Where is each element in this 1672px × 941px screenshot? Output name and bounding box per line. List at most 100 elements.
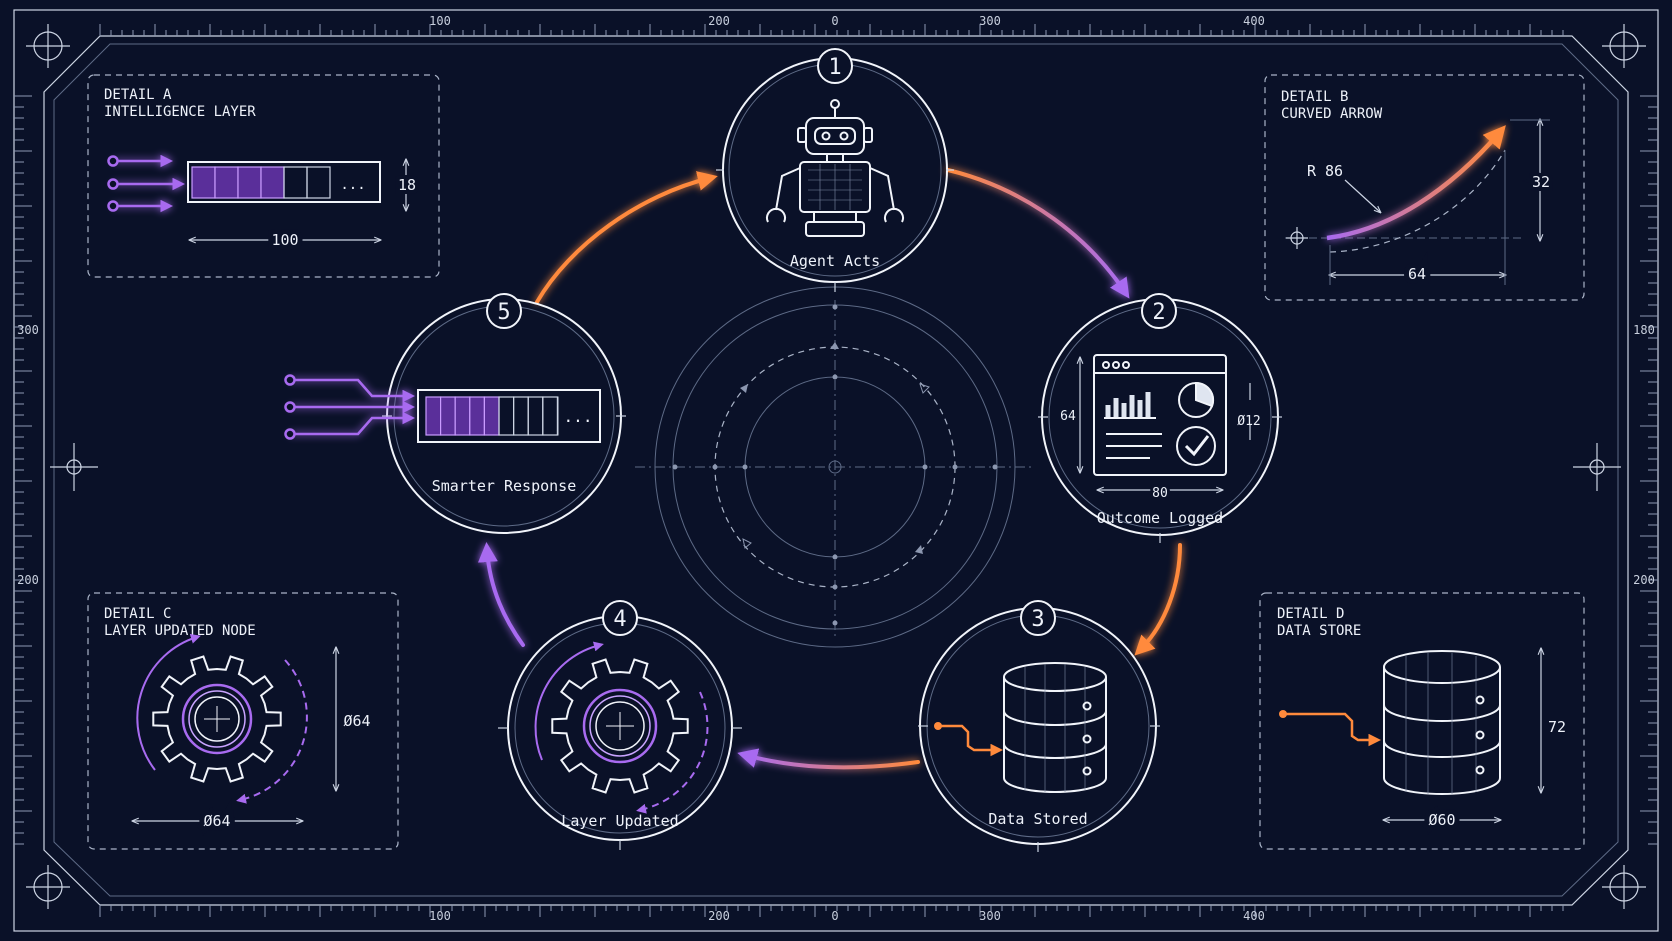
step-number: 4: [613, 607, 626, 632]
arrow-5-to-1: [535, 171, 718, 304]
dashboard-icon: [1093, 354, 1227, 476]
layer-cell: [214, 166, 239, 199]
ruler-top-label: 300: [979, 14, 1001, 28]
step-number: 1: [828, 55, 841, 80]
step-badge: [1020, 600, 1056, 636]
dimension-height: 72: [1548, 718, 1566, 736]
node-outcome-logged[interactable]: 64 80 Ø12 Outcome Logged 2: [1038, 293, 1282, 543]
ruler-right-label: 200: [1633, 573, 1655, 587]
corner-crosshair-icon: [26, 24, 1646, 909]
layer-cell: [260, 166, 285, 199]
radius-label: R 86: [1307, 162, 1343, 180]
rotation-arrow: [534, 641, 604, 761]
node-label: Smarter Response: [432, 477, 577, 495]
layer-cell: [498, 396, 515, 436]
ruler-top-label: 100: [429, 14, 451, 28]
step-badge: [1141, 293, 1177, 329]
database-icon: [1003, 662, 1107, 793]
ruler-right-label: 180: [1633, 323, 1655, 337]
detail-b-panel: DETAIL B CURVED ARROW R 86 32 64: [1264, 74, 1585, 301]
rotation-arrow: [636, 691, 709, 814]
layer-bar-icon: [417, 389, 601, 443]
ruler-left-label: 300: [17, 323, 39, 337]
dimension-height: 18: [398, 176, 416, 194]
arrow-4-to-5: [477, 542, 525, 647]
node-agent-acts[interactable]: Agent Acts 1: [716, 48, 954, 292]
ruler-bottom-label: 0: [831, 909, 838, 923]
dimension-diameter: Ø12: [1237, 414, 1260, 429]
dimension-height: 64: [1060, 409, 1076, 424]
ruler-bottom-label: 400: [1243, 909, 1265, 923]
cycle-arrows: [477, 168, 1182, 770]
dimension-diameter: Ø64: [203, 812, 230, 830]
step-number: 5: [497, 300, 510, 325]
ellipsis-text: ...: [564, 407, 593, 426]
step-number: 3: [1031, 607, 1044, 632]
arrow-3-to-4: [737, 748, 920, 770]
step-badge: [817, 48, 853, 84]
ruler-bottom-label: 100: [429, 909, 451, 923]
detail-title: DETAIL A: [104, 87, 172, 103]
dimension-width: 100: [271, 231, 298, 249]
ellipsis-text: ...: [340, 177, 365, 193]
layer-cell: [237, 166, 262, 199]
ruler-top-label: 200: [708, 14, 730, 28]
detail-a-panel: DETAIL A INTELLIGENCE LAYER ... 18 100: [87, 74, 440, 278]
ruler-bottom-label: 300: [979, 909, 1001, 923]
detail-c-panel: DETAIL C LAYER UPDATED NODE Ø64 Ø64: [87, 592, 399, 850]
layer-cell: [454, 396, 471, 436]
ruler-left-label: 200: [17, 573, 39, 587]
detail-title: DETAIL B: [1281, 89, 1348, 105]
dimension-diameter: Ø64: [343, 712, 370, 730]
robot-icon: [766, 99, 904, 237]
outer-frame: [13, 9, 1659, 932]
connector-dot: [934, 722, 942, 730]
gear-icon: [152, 655, 282, 783]
node-smarter-response[interactable]: ... Smarter Response 5: [284, 293, 627, 534]
data-input-line: [938, 724, 1003, 757]
detail-d-panel: DETAIL D DATA STORE 72 Ø60: [1259, 592, 1585, 850]
input-signals: [290, 378, 415, 436]
layer-cell: [425, 396, 442, 436]
center-target: [635, 286, 1035, 648]
layer-cell: [283, 166, 308, 199]
dimension-lines: [1080, 358, 1251, 490]
node-label: Outcome Logged: [1097, 509, 1223, 527]
node-data-stored[interactable]: Data Stored 3: [918, 600, 1160, 852]
step-number: 2: [1152, 300, 1165, 325]
detail-title: DETAIL D: [1277, 606, 1344, 622]
step-badge: [486, 293, 522, 329]
node-layer-updated[interactable]: Layer Updated 4: [498, 600, 742, 850]
arrow-1-to-2: [946, 168, 1130, 299]
node-label: Layer Updated: [561, 812, 678, 830]
dimension-width: 64: [1408, 265, 1426, 283]
detail-subtitle: DATA STORE: [1277, 623, 1361, 639]
arrow-2-to-3: [1134, 543, 1182, 656]
dimension-height: 32: [1532, 173, 1550, 191]
database-icon: [1383, 650, 1501, 795]
ruler-bottom-label: 200: [708, 909, 730, 923]
layer-cell: [306, 166, 331, 199]
node-label: Data Stored: [988, 810, 1087, 828]
dimension-diameter: Ø60: [1428, 811, 1455, 829]
node-label: Agent Acts: [790, 252, 880, 270]
detail-subtitle: INTELLIGENCE LAYER: [104, 104, 256, 120]
layer-cell: [512, 396, 529, 436]
dimension-width: 80: [1152, 486, 1168, 501]
ruler-top-label: 0: [831, 14, 838, 28]
step-badge: [602, 600, 638, 636]
curved-arrow: [1326, 125, 1506, 241]
layer-cell: [440, 396, 456, 436]
detail-subtitle: LAYER UPDATED NODE: [104, 623, 256, 639]
layer-cell: [469, 396, 485, 436]
detail-subtitle: CURVED ARROW: [1281, 106, 1383, 122]
layer-cell: [542, 396, 558, 436]
layer-cell: [191, 166, 216, 199]
ruler-top-label: 400: [1243, 14, 1265, 28]
ruler-labels: 100 200 0 300 400 100 200 0 300 400 300 …: [17, 14, 1655, 923]
detail-title: DETAIL C: [104, 606, 171, 622]
layer-cell: [527, 396, 544, 436]
ruler-ticks: [14, 24, 1658, 917]
layer-cell: [483, 396, 500, 436]
